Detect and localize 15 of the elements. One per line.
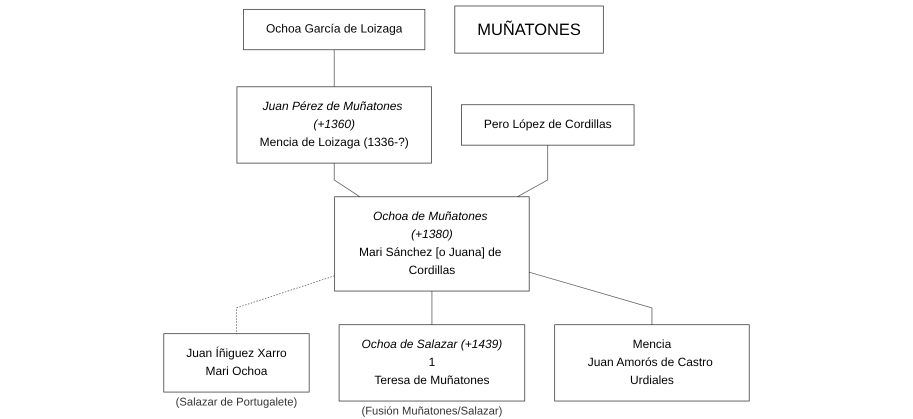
node-caption: (Salazar de Portugalete) xyxy=(176,396,298,409)
node-box: Juan Pérez de Muñatones (+1360) Mencia de Loizaga (1336-?) xyxy=(236,86,432,164)
connector xyxy=(236,275,336,334)
node-box: Juan Íñiguez Xarro Mari Ochoa xyxy=(163,333,310,392)
connector xyxy=(334,49,335,88)
node-box: Mencia Juan Amorós de Castro Urdiales xyxy=(554,324,750,402)
node-box: Pero López de Cordillas xyxy=(461,104,634,146)
node-box: MUÑATONES xyxy=(454,6,604,54)
node-box: Ochoa de Muñatones (+1380) Mari Sánchez [o Juana] de Cordillas xyxy=(334,196,530,292)
connector xyxy=(516,144,548,198)
connector xyxy=(528,272,652,326)
connector xyxy=(334,162,360,198)
node-box: Ochoa de Salazar (+1439) 1 Teresa de Muñatones xyxy=(338,324,526,402)
node-caption: (Fusión Muñatones/Salazar) xyxy=(361,406,502,418)
node-box: Ochoa García de Loizaga xyxy=(243,8,426,50)
